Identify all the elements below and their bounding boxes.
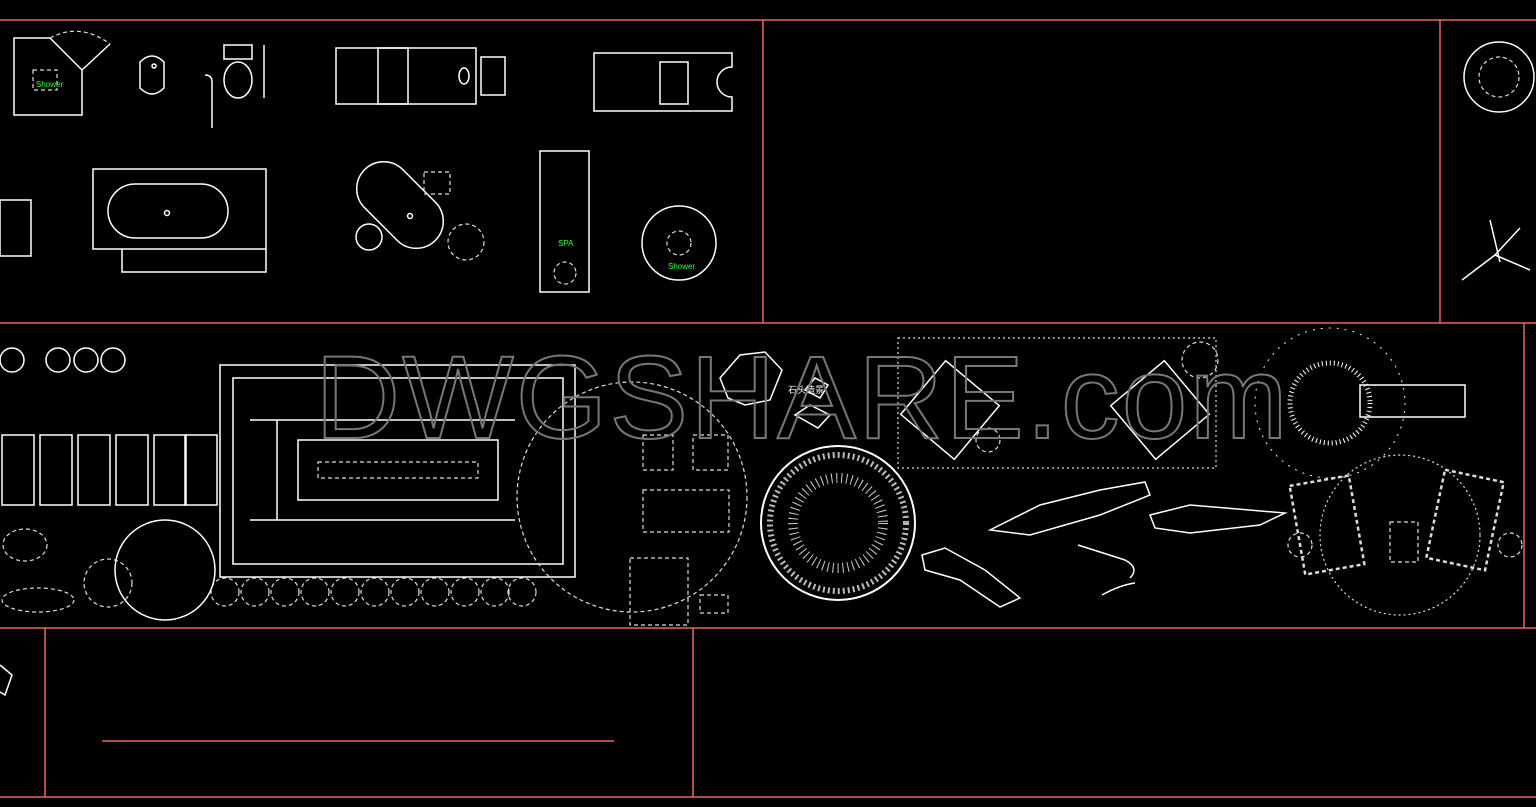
hedge-circles-row[interactable] — [210, 577, 537, 607]
stools-row[interactable] — [0, 347, 126, 373]
spa-unit-block[interactable]: SPA — [539, 150, 590, 293]
ornamental-tree-block[interactable] — [1254, 327, 1466, 479]
rock-landscape-label: 石头造景 — [788, 384, 824, 395]
spa-label: SPA — [558, 239, 574, 248]
massage-bed-block[interactable] — [335, 47, 506, 105]
round-shower-label: Shower — [668, 262, 695, 271]
umbrella-table-block[interactable] — [1287, 454, 1523, 616]
koi-fish-block[interactable] — [1077, 544, 1136, 596]
toilet-block[interactable] — [223, 44, 265, 99]
tree-canopy-block[interactable] — [760, 445, 916, 601]
sink-counter-block[interactable] — [593, 52, 733, 112]
watermark: DWGSHARE.com — [315, 332, 1290, 464]
dining-set-block[interactable] — [516, 381, 748, 626]
round-shower-block[interactable]: Shower — [641, 205, 717, 281]
freestanding-tub-block[interactable] — [346, 151, 485, 261]
rock-landscape-block[interactable]: 石头造景 — [719, 351, 832, 429]
partial-fixture-block[interactable] — [0, 199, 32, 257]
round-table-block[interactable] — [1463, 41, 1535, 113]
squat-toilet-block[interactable] — [139, 55, 165, 95]
frame-lines — [0, 19, 1536, 798]
corner-shower-block[interactable]: Shower — [13, 30, 111, 116]
bathtub-block[interactable] — [92, 168, 267, 273]
lockers-row[interactable] — [1, 434, 218, 506]
partial-fixture-bottom[interactable] — [0, 664, 13, 697]
pool-block[interactable] — [219, 364, 576, 578]
ceiling-fan-block[interactable] — [1461, 219, 1531, 281]
landscape-trees-left[interactable] — [1, 519, 216, 621]
corner-shower-label: Shower — [36, 80, 63, 89]
stepping-stones-block[interactable] — [921, 481, 1288, 608]
grab-bar-block[interactable] — [204, 74, 213, 128]
lounge-chairs-block[interactable] — [897, 337, 1219, 469]
